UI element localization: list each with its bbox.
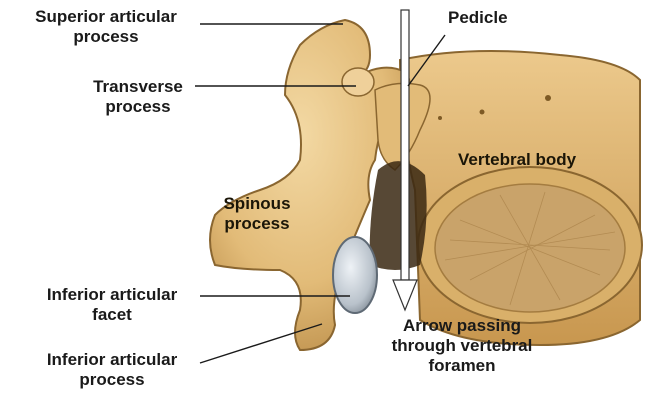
label-inferior-articular-process: Inferior articular process xyxy=(22,350,202,390)
label-superior-articular-process: Superior articular process xyxy=(6,7,206,47)
label-line: Vertebral body xyxy=(458,150,576,170)
label-spinous-process: Spinous process xyxy=(212,194,302,234)
vertebral-arch-shape xyxy=(210,20,430,350)
label-arrow-caption: Arrow passing through vertebral foramen xyxy=(372,316,552,376)
label-inferior-articular-facet: Inferior articular facet xyxy=(22,285,202,325)
label-line: Transverse xyxy=(78,77,198,97)
label-line: Pedicle xyxy=(448,8,508,28)
label-transverse-process: Transverse process xyxy=(78,77,198,117)
label-line: process xyxy=(78,97,198,117)
label-line: process xyxy=(212,214,302,234)
label-pedicle: Pedicle xyxy=(448,8,508,28)
label-line: process xyxy=(6,27,206,47)
vertebral-body-shape xyxy=(400,51,642,345)
label-line: through vertebral xyxy=(372,336,552,356)
label-line: foramen xyxy=(372,356,552,376)
label-vertebral-body: Vertebral body xyxy=(458,150,576,170)
label-line: Superior articular xyxy=(6,7,206,27)
label-line: Inferior articular xyxy=(22,350,202,370)
label-line: Inferior articular xyxy=(22,285,202,305)
label-line: Spinous xyxy=(212,194,302,214)
label-line: Arrow passing xyxy=(372,316,552,336)
label-line: process xyxy=(22,370,202,390)
label-line: facet xyxy=(22,305,202,325)
